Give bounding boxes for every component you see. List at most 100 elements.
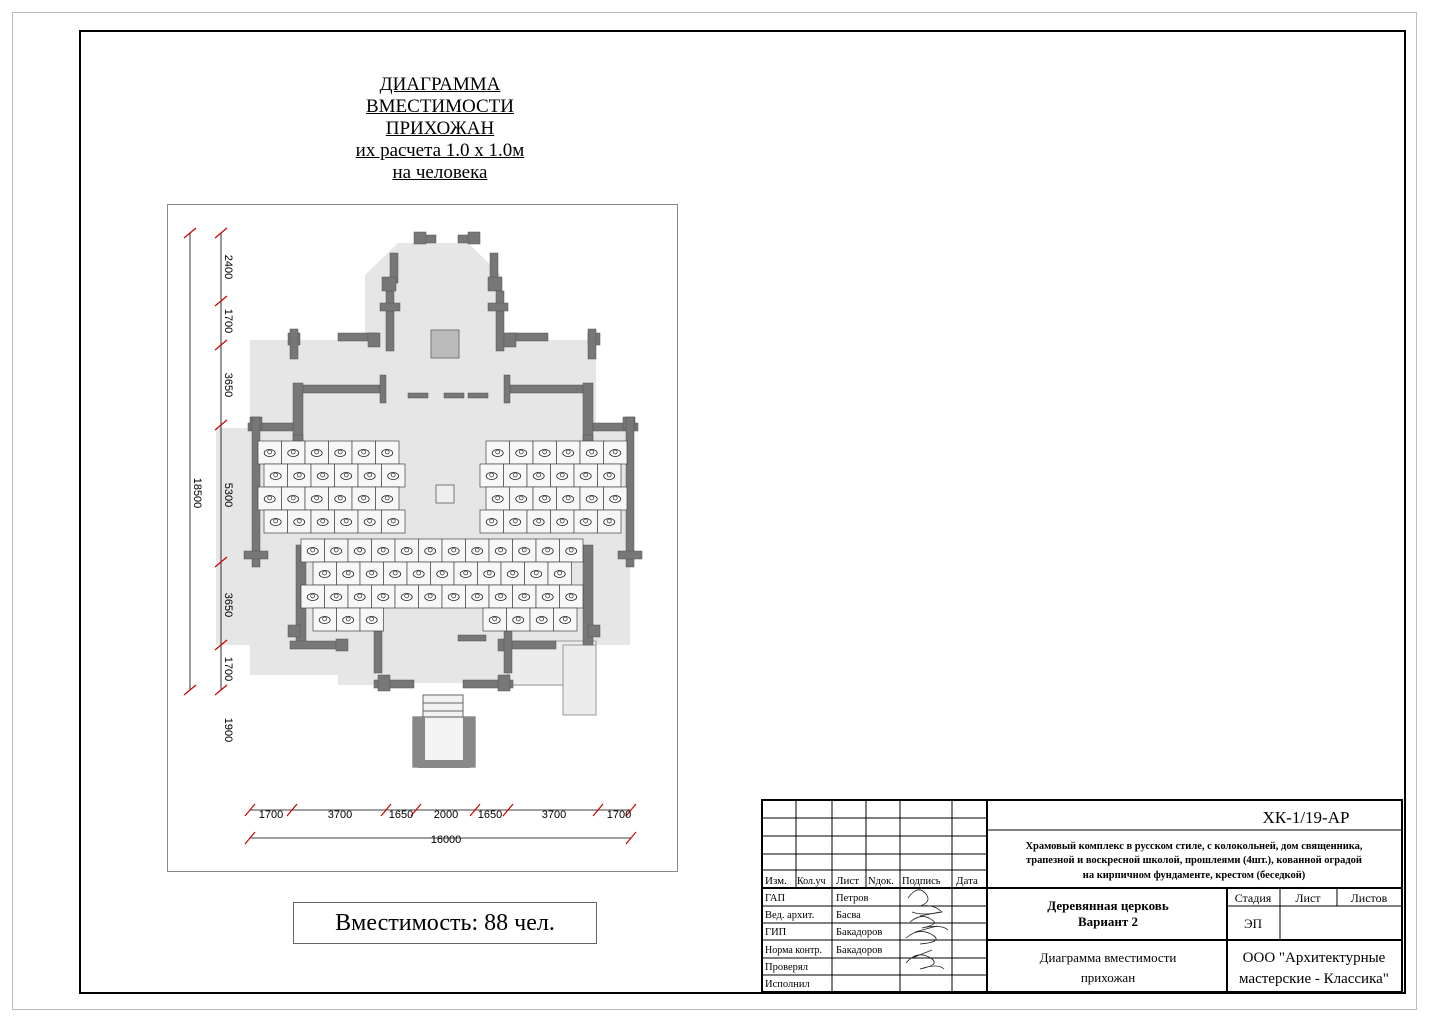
col-izm: Изм. [765,875,787,887]
seat [371,584,396,609]
seat [312,561,337,586]
capacity-label: Вместимость: 88 чел. [335,910,555,936]
altar-table [430,329,460,359]
seat [597,463,622,488]
seat [479,463,504,488]
stage-headers: Стадия Лист Листов ЭП [1235,891,1388,931]
wall-segment [381,276,397,292]
seat [375,486,400,511]
dim-tick [592,803,604,817]
org-line-1: ООО "Архитектурные [1243,950,1386,966]
seat [441,584,466,609]
dim-tick [214,295,228,307]
seat [418,538,443,563]
seat [579,440,604,465]
seat [351,486,376,511]
wall-segment [497,674,511,692]
stamp-column-headers: Изм. Кол.уч Лист Nдок. Подпись Дата [765,875,978,887]
stamp-roles: ГАП Петров Вед. архит. Басва ГИП Бакадор… [765,893,882,990]
col-data: Дата [956,875,978,887]
seat [550,509,575,534]
seat [281,486,306,511]
seat [334,509,359,534]
seat [603,486,628,511]
col-kol: Кол.уч [797,876,826,887]
name-gap: Петров [836,893,868,904]
log-walls [243,231,643,692]
name-ved-arch: Басва [836,910,861,921]
seat [334,463,359,488]
sheet-header: Лист [1295,891,1321,905]
dimension-labels: 2400 1700 3650 5300 3650 1700 1900 18500… [191,255,631,846]
dim-h-2: 3700 [328,809,352,821]
dim-tick [244,803,256,817]
dim-v-1: 2400 [222,255,234,279]
seat [503,509,528,534]
wall-segment [335,638,349,652]
seat [324,584,349,609]
seat [430,561,455,586]
seat [371,538,396,563]
sheet-outer-border [12,12,1417,1010]
seat [312,607,337,632]
wall-segment [462,679,514,689]
seat [526,463,551,488]
seat [310,509,335,534]
seat [375,440,400,465]
dim-tick [244,831,256,845]
seat [406,561,431,586]
dim-h-7: 1700 [607,809,631,821]
wall-segment [295,384,381,394]
name-gip: Бакадоров [836,927,882,938]
seat [263,463,288,488]
dim-tick [214,339,228,351]
wall-segment [467,231,481,245]
seat [500,561,525,586]
wall-segment [487,276,503,292]
dim-tick [410,803,422,817]
wall-segment [379,374,387,404]
seat [300,538,325,563]
role-norm: Норма контр. [765,945,822,956]
seat [263,509,288,534]
wall-segment [443,392,465,399]
seat [485,486,510,511]
wall-segment [377,674,391,692]
wall-segment [495,290,505,352]
wall-segment [413,231,427,245]
dim-h-4: 2000 [434,809,458,821]
title-stamp: Изм. Кол.уч Лист Nдок. Подпись Дата ГАП … [761,799,1403,993]
title-line-4: их расчета 1.0 х 1.0м [355,140,525,161]
dim-h-6: 3700 [542,809,566,821]
dim-v-7: 1900 [222,718,234,742]
seat [336,561,361,586]
wall-segment [373,679,415,689]
seat [381,463,406,488]
project-line-1: Храмовый комплекс в русском стиле, с кол… [1025,841,1362,852]
dim-tick [625,803,637,817]
wall-segment [289,640,341,650]
diagram-title: ДИАГРАММА ВМЕСТИМОСТИ ПРИХОЖАН их расчет… [165,74,715,184]
seat [485,440,510,465]
seat [547,561,572,586]
drawing-frame [79,30,1406,994]
seat [300,584,325,609]
seat [532,440,557,465]
dim-tick [625,831,637,845]
seat [535,584,560,609]
project-description: Храмовый комплекс в русском стиле, с кол… [1025,841,1362,881]
seat [441,538,466,563]
seat [359,607,384,632]
seat [579,486,604,511]
dim-v-6: 1700 [222,657,234,681]
building-line-2: Вариант 2 [1078,914,1138,929]
sheet-title: Диаграмма вместимости прихожан [1040,950,1177,985]
seat [351,440,376,465]
title-line-1: ДИАГРАММА [379,74,501,95]
seat [257,440,282,465]
seat [287,463,312,488]
seat [559,584,584,609]
sheet-title-line-1: Диаграмма вместимости [1040,950,1177,965]
dim-tick [214,556,228,568]
col-list: Лист [836,875,859,887]
